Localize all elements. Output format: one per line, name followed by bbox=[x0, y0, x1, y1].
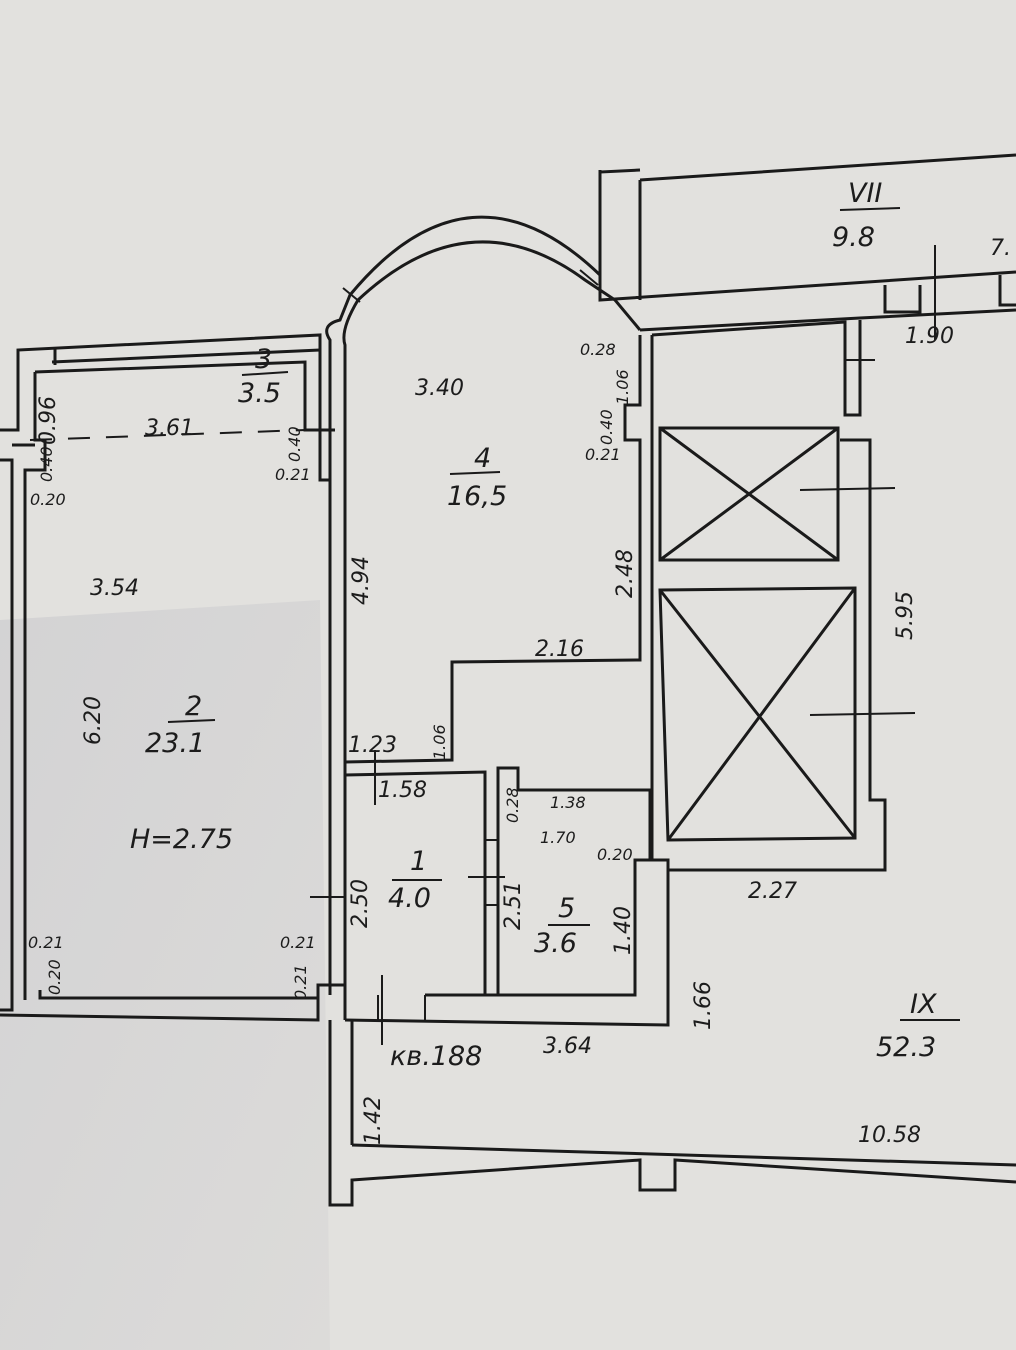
dimension-labels: 0.96 3.61 0.40 0.20 0.40 0.21 3.54 6.20 … bbox=[28, 236, 1011, 1148]
dim: 0.21 bbox=[28, 933, 64, 952]
dim: 1.90 bbox=[905, 324, 954, 349]
room-2-number: 2 bbox=[185, 691, 202, 722]
room-1-number: 1 bbox=[410, 846, 427, 877]
dim: 2.16 bbox=[535, 637, 584, 662]
dim: 1.66 bbox=[691, 981, 716, 1030]
dim: 2.51 bbox=[501, 881, 526, 930]
dim: 3.61 bbox=[145, 416, 194, 441]
room-5-area: 3.6 bbox=[534, 928, 577, 959]
dim: 2.50 bbox=[348, 879, 373, 928]
room-4-number: 4 bbox=[474, 443, 491, 474]
dim: 0.20 bbox=[45, 959, 64, 995]
dim: 7. bbox=[990, 236, 1011, 261]
dim: 4.94 bbox=[349, 556, 374, 605]
dim: 5.95 bbox=[893, 591, 918, 640]
room-3-number: 3 bbox=[255, 344, 272, 375]
room-VII-area: 9.8 bbox=[832, 222, 875, 253]
dim: 1.42 bbox=[361, 1096, 386, 1145]
dim: 1.06 bbox=[430, 724, 449, 760]
dim: 0.20 bbox=[30, 490, 66, 509]
dim: 1.58 bbox=[378, 778, 427, 803]
dim: 0.40 bbox=[285, 426, 304, 462]
dim: 3.54 bbox=[90, 576, 139, 601]
room-2-area: 23.1 bbox=[145, 728, 205, 759]
dim: 3.40 bbox=[415, 376, 464, 401]
room-3-area: 3.5 bbox=[238, 378, 281, 409]
apartment-label: кв.188 bbox=[390, 1041, 482, 1072]
room-4-area: 16,5 bbox=[447, 481, 507, 512]
dim: 3.64 bbox=[543, 1034, 592, 1059]
dim: 0.96 bbox=[36, 396, 61, 445]
dim: 2.48 bbox=[613, 549, 638, 598]
room-VII-number: VII bbox=[848, 178, 882, 209]
dim: 0.20 bbox=[597, 845, 633, 864]
dim: 1.23 bbox=[348, 733, 397, 758]
dim: 1.38 bbox=[550, 793, 586, 812]
dim: 1.40 bbox=[611, 906, 636, 955]
dim: 2.27 bbox=[748, 879, 797, 904]
shadow bbox=[0, 600, 330, 1350]
dim: 0.21 bbox=[275, 465, 311, 484]
dim: 1.70 bbox=[540, 828, 576, 847]
dim: 0.40 bbox=[37, 446, 56, 482]
ceiling-height: H=2.75 bbox=[130, 824, 233, 855]
dim: 6.20 bbox=[81, 696, 106, 745]
dim: 0.28 bbox=[503, 787, 522, 823]
dim: 0.40 bbox=[597, 409, 616, 445]
dim: 0.21 bbox=[291, 964, 310, 1000]
dim: 0.21 bbox=[585, 445, 621, 464]
walls bbox=[0, 153, 1016, 1207]
dim: 10.58 bbox=[858, 1123, 921, 1148]
dim: 0.21 bbox=[280, 933, 316, 952]
room-labels: 3 3.5 4 16,5 2 23.1 H=2.75 1 4.0 5 3.6 V… bbox=[130, 178, 960, 1072]
room-IX-area: 52.3 bbox=[876, 1032, 936, 1063]
room-5-number: 5 bbox=[558, 893, 575, 924]
room-1-area: 4.0 bbox=[388, 883, 431, 914]
dim: 0.28 bbox=[580, 340, 616, 359]
room-IX-number: IX bbox=[910, 989, 937, 1020]
dim: 1.06 bbox=[613, 369, 632, 405]
